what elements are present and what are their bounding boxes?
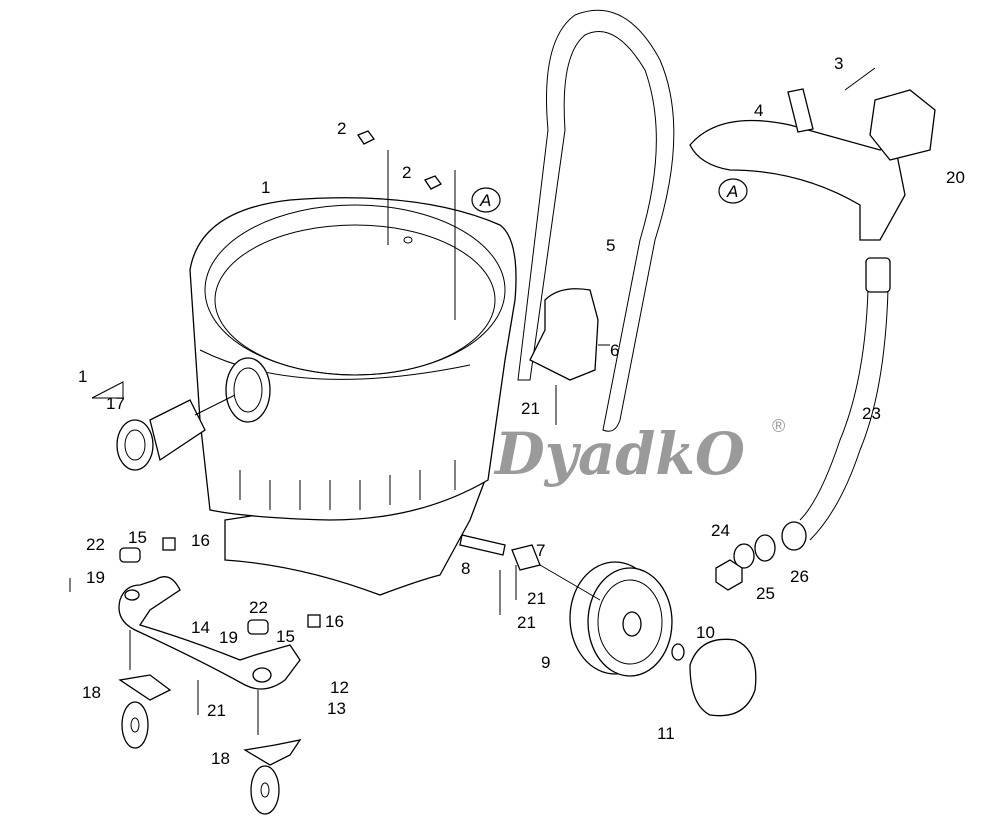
part-label: 18: [82, 683, 101, 702]
part-label: 8: [461, 559, 470, 578]
tank-part: [189, 150, 517, 596]
hose-part-23: [799, 289, 889, 541]
part-label: 12: [330, 678, 349, 697]
part-label: 14: [191, 618, 210, 637]
handle-part: [517, 9, 675, 432]
part-label: 24: [711, 521, 730, 540]
base-part-14: [118, 576, 301, 735]
clip-part-2: [424, 175, 442, 190]
holder-part-20: [869, 89, 936, 161]
part-label: 6: [610, 341, 619, 360]
part-label: 16: [191, 531, 210, 550]
filter-part-17: [91, 381, 236, 471]
axle-part-8: [459, 534, 506, 556]
part-label: 21: [527, 589, 546, 608]
part-label: 25: [756, 584, 775, 603]
part-label: 22: [249, 598, 268, 617]
part-label: 3: [834, 54, 843, 73]
svg-text:A: A: [726, 182, 738, 201]
part-label: 2: [337, 119, 346, 138]
clip-part-2: [357, 130, 375, 145]
part-label: 1: [78, 367, 87, 386]
bracket-part-6: [529, 288, 599, 381]
wheel-part-9: [569, 561, 673, 677]
part-label: 10: [696, 623, 715, 642]
part-label: 16: [325, 612, 344, 631]
part-label: 26: [790, 567, 809, 586]
part-label: 13: [327, 699, 346, 718]
cap-part-11: [689, 638, 757, 717]
part-label: 22: [86, 535, 105, 554]
part-label: 5: [606, 236, 615, 255]
watermark-logo: DyadkO ®: [493, 416, 785, 488]
plug-part-22: [247, 619, 269, 635]
part-label: 20: [946, 168, 965, 187]
part-label: 2: [402, 163, 411, 182]
top-bracket-part-4: [689, 119, 906, 241]
part-label: 19: [86, 568, 105, 587]
svg-text:DyadkO: DyadkO: [493, 420, 745, 488]
part-label: 21: [521, 399, 540, 418]
part-label: 4: [754, 101, 763, 120]
part-label: 15: [128, 528, 147, 547]
reference-mark-a: A: [471, 187, 501, 213]
plug-part-22: [119, 547, 141, 563]
part-label: 21: [207, 701, 226, 720]
caster-part-18: [243, 739, 302, 815]
part-label: 7: [536, 541, 545, 560]
reference-mark-a: A: [718, 178, 748, 204]
part-labels: 3 4 20 2 2 1 5 6 21 23 1 17 24 25 26 22 …: [78, 54, 965, 768]
part-label: 18: [211, 749, 230, 768]
svg-text:A: A: [479, 191, 491, 210]
caster-part-18: [118, 674, 172, 749]
part-label: 23: [862, 404, 881, 423]
part-label: 19: [219, 628, 238, 647]
part-label: 17: [106, 394, 125, 413]
part-label: 9: [541, 653, 550, 672]
part-label: 1: [261, 178, 270, 197]
part-label: 11: [657, 724, 675, 743]
part-label: 21: [517, 613, 536, 632]
part-label: 15: [276, 627, 295, 646]
svg-text:®: ®: [772, 416, 785, 436]
